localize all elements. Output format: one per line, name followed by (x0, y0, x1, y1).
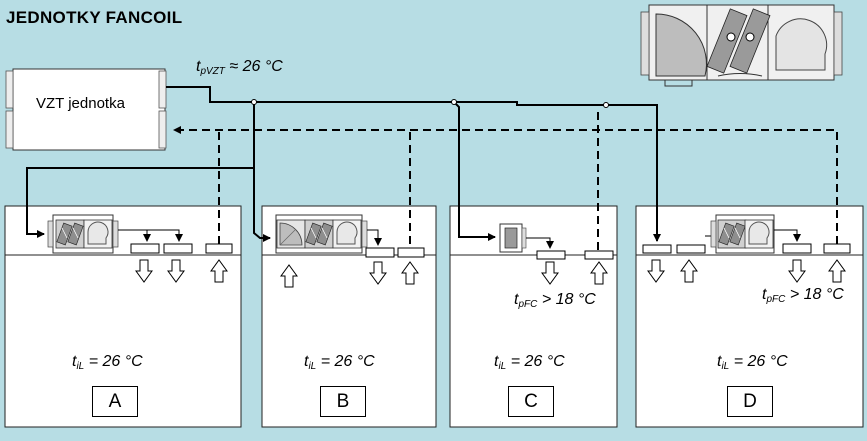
room-box-c (449, 205, 618, 428)
supply-temp-label: tpVZT ≈ 26 °C (196, 58, 283, 77)
supply-line-d (454, 101, 661, 242)
room-label-b: B (320, 386, 366, 417)
air-diffuser (536, 250, 566, 260)
supply-main-line (166, 86, 454, 103)
air-diffuser (163, 243, 193, 254)
air-diffuser (782, 243, 812, 254)
fancoil-unit-c (499, 223, 527, 253)
air-diffuser (130, 243, 160, 254)
room-label-a: A (92, 386, 138, 417)
fc-supply-temp-d: tpFC > 18 °C (762, 286, 844, 305)
ahu-module-legend (640, 4, 843, 87)
air-diffuser (584, 250, 614, 260)
room-temp-c: tiL = 26 °C (494, 353, 565, 372)
room-temp-a: tiL = 26 °C (72, 353, 143, 372)
air-diffuser (642, 244, 672, 254)
diagram-title: JEDNOTKY FANCOIL (6, 8, 183, 27)
supply-line-a (26, 102, 255, 238)
room-label-d: D (727, 386, 773, 417)
fan-icon (775, 18, 828, 71)
junction-node (251, 99, 257, 105)
air-diffuser (365, 247, 395, 258)
vzt-unit (5, 68, 167, 151)
heat-exchanger-icon (655, 13, 707, 77)
air-diffuser (205, 243, 233, 254)
fancoil-unit-a (47, 214, 119, 254)
air-diffuser (823, 243, 851, 254)
fancoil-unit-d (710, 214, 775, 254)
room-temp-d: tiL = 26 °C (717, 353, 788, 372)
supply-line-c (453, 101, 496, 241)
filter-icon (706, 8, 771, 74)
air-diffuser (397, 247, 425, 258)
junction-node (451, 99, 457, 105)
room-temp-b: tiL = 26 °C (304, 353, 375, 372)
fc-supply-temp-c: tpFC > 18 °C (514, 291, 596, 310)
room-label-c: C (508, 386, 554, 417)
air-diffuser (676, 244, 706, 254)
supply-line-b (253, 168, 271, 242)
fancoil-unit-b (275, 214, 368, 254)
vzt-unit-label: VZT jednotka (36, 95, 125, 112)
junction-node (603, 102, 609, 108)
